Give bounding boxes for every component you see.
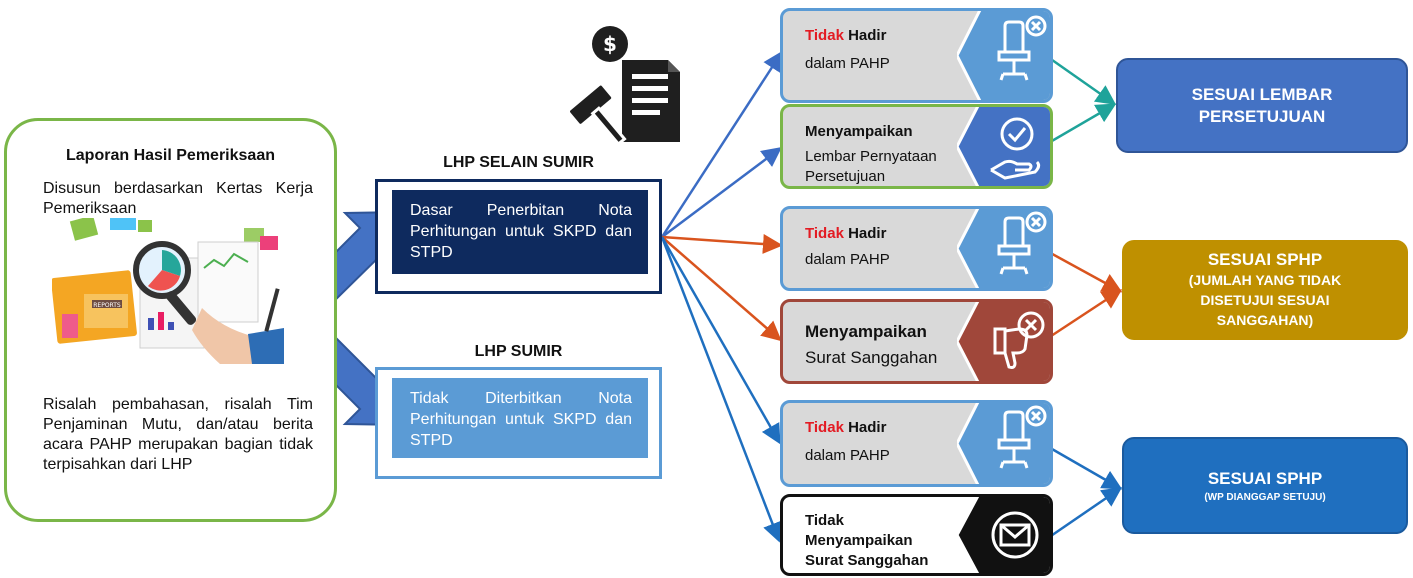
card-tidak-hadir-3: Tidak Hadir dalam PAHP [780, 400, 1053, 487]
outcome2-line3: DISETUJUI SESUAI [1200, 292, 1330, 308]
card2-title: Menyampaikan [805, 123, 913, 140]
card1-title-red: Tidak [805, 27, 844, 44]
outcome-sesuai-lembar-persetujuan: SESUAI LEMBAR PERSETUJUAN [1116, 58, 1408, 153]
svg-text:$: $ [603, 32, 617, 56]
card1-subtitle: dalam PAHP [805, 55, 890, 72]
panel-note: Risalah pembahasan, risalah Tim Penjamin… [43, 396, 313, 473]
outcome1-line2: PERSETUJUAN [1198, 106, 1326, 126]
arrow-to-card-6 [660, 236, 782, 543]
outcome-sesuai-sphp-sanggahan: SESUAI SPHP (JUMLAH YANG TIDAK DISETUJUI… [1122, 240, 1408, 340]
report-analysis-illustration: REPORTS [52, 218, 284, 364]
arrow-card1-outcome1 [1044, 53, 1117, 105]
arrow-card4-outcome2 [1044, 289, 1123, 342]
empty-chair-x-icon [957, 403, 1050, 484]
outcome-sesuai-sphp-setuju: SESUAI SPHP (WP DIANGGAP SETUJU) [1122, 437, 1408, 534]
outcome3-line1: SESUAI SPHP [1207, 468, 1323, 488]
arrow-card6-outcome3 [1044, 487, 1123, 542]
panel-description: Disusun berdasarkan Kertas Kerja Pemerik… [43, 180, 313, 217]
empty-chair-x-icon [957, 11, 1050, 100]
lhp-sumir-text: Tidak Diterbitkan Nota Perhitungan untuk… [410, 390, 632, 449]
card-tidak-hadir-1: Tidak Hadir dalam PAHP [780, 8, 1053, 103]
lhp-sumir-heading: LHP SUMIR [474, 343, 563, 360]
outcome2-line2: (JUMLAH YANG TIDAK [1188, 272, 1342, 288]
card2-subtitle-1: Lembar Pernyataan [805, 148, 937, 165]
card-menyampaikan-sanggahan: Menyampaikan Surat Sanggahan [780, 299, 1053, 384]
card1-title-rest: Hadir [848, 27, 887, 44]
arrow-card2-outcome1 [1044, 103, 1117, 147]
envelope-icon [957, 497, 1050, 573]
card4-subtitle: Surat Sanggahan [805, 348, 938, 367]
card3-title-red: Tidak [805, 225, 844, 242]
card5-title-rest: Hadir [848, 419, 887, 436]
arrow-to-card-3 [661, 233, 783, 254]
arrow-to-card-5 [660, 236, 781, 445]
arrow-card3-outcome2 [1044, 248, 1123, 293]
illustration-reports-label: REPORTS [93, 302, 121, 309]
outcome2-line1: SESUAI SPHP [1207, 250, 1323, 269]
thumbs-down-x-icon [957, 302, 1050, 381]
lhp-sumir-inner: Tidak Diterbitkan Nota Perhitungan untuk… [392, 378, 648, 458]
empty-chair-x-icon [957, 209, 1050, 288]
hand-check-icon [957, 107, 1050, 186]
arrow-to-card-1 [660, 50, 783, 238]
card3-title-rest: Hadir [848, 225, 887, 242]
panel-title: Laporan Hasil Pemeriksaan [66, 147, 275, 164]
card-tidak-menyampaikan: Tidak Menyampaikan Surat Sanggahan [780, 494, 1053, 576]
gavel-document-dollar-icon: $ [567, 26, 680, 147]
card6-line2: Menyampaikan [805, 532, 913, 549]
lhp-sumir-box: Tidak Diterbitkan Nota Perhitungan untuk… [375, 367, 662, 479]
lhp-selain-sumir-inner: Dasar Penerbitan Nota Perhitungan untuk … [392, 190, 648, 274]
card2-subtitle-2: Persetujuan [805, 168, 886, 185]
card5-subtitle: dalam PAHP [805, 447, 890, 464]
arrow-to-card-2 [661, 147, 782, 238]
arrow-card5-outcome3 [1044, 443, 1123, 490]
outcome2-line4: SANGGAHAN) [1216, 312, 1314, 328]
card5-title-red: Tidak [805, 419, 844, 436]
card3-subtitle: dalam PAHP [805, 251, 890, 268]
card6-line3: Surat Sanggahan [805, 552, 929, 569]
arrow-to-card-4 [661, 236, 782, 342]
outcome3-line2: (WP DIANGGAP SETUJU) [1204, 491, 1326, 503]
outcome1-line1: SESUAI LEMBAR [1191, 84, 1333, 104]
card6-line1: Tidak [805, 512, 844, 529]
lhp-selain-sumir-box: Dasar Penerbitan Nota Perhitungan untuk … [375, 179, 662, 294]
lhp-selain-sumir-heading: LHP SELAIN SUMIR [443, 154, 594, 171]
lhp-selain-sumir-text: Dasar Penerbitan Nota Perhitungan untuk … [410, 202, 632, 261]
card4-title: Menyampaikan [805, 322, 927, 341]
card-tidak-hadir-2: Tidak Hadir dalam PAHP [780, 206, 1053, 291]
